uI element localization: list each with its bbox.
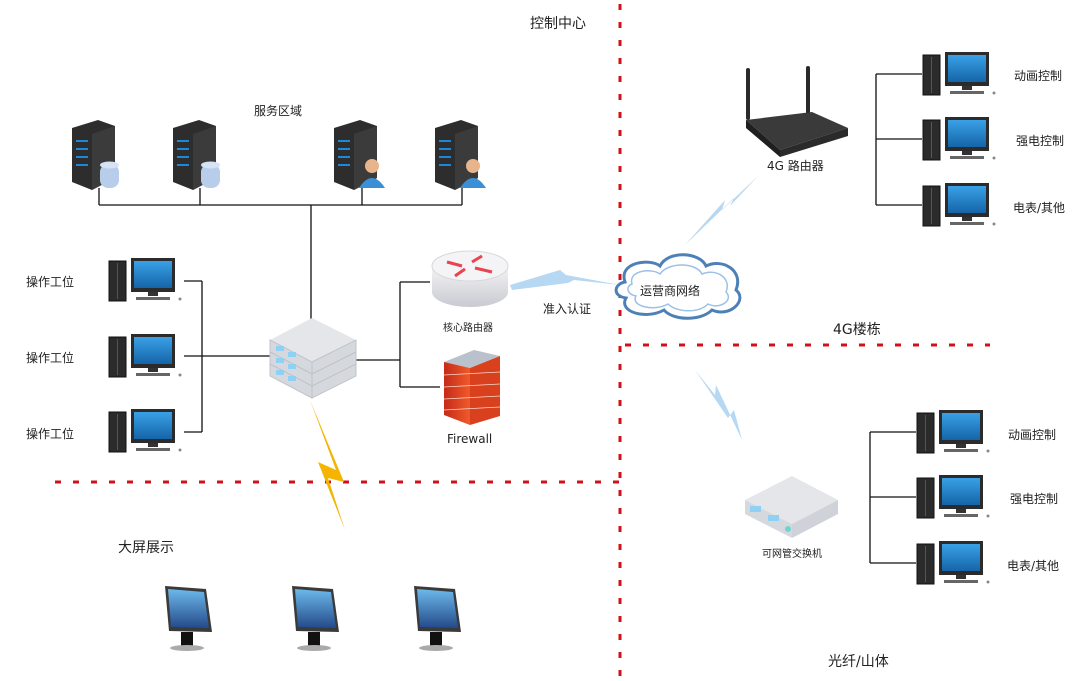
- wireless-link-cloud-4g: [685, 176, 758, 245]
- desktop-computer-icon: [922, 183, 996, 227]
- fiber-terminal-label: 强电控制: [1010, 492, 1059, 506]
- workstation-label: 操作工位: [26, 275, 75, 289]
- database-server-2[interactable]: [171, 120, 231, 194]
- desktop-computer-icon: [108, 409, 182, 453]
- managed-switch-icon: [745, 476, 838, 538]
- desktop-computer-icon: [916, 410, 990, 454]
- database-server-1[interactable]: [70, 120, 130, 194]
- desktop-computer-icon: [916, 541, 990, 585]
- core-router-icon: [431, 250, 509, 307]
- user-server-icon: [435, 120, 486, 190]
- server-bus: [98, 73, 922, 564]
- user-server-icon: [334, 120, 385, 190]
- zone-label-control-center: 控制中心: [530, 16, 586, 32]
- user-server-2[interactable]: [433, 120, 493, 194]
- router-4g-icon: [746, 66, 848, 157]
- monitor-icon: [292, 586, 339, 651]
- monitor-icon: [165, 586, 212, 651]
- workstation-label: 操作工位: [26, 351, 75, 365]
- core-switch-icon: [269, 318, 357, 399]
- big-screen-3[interactable]: [413, 585, 463, 657]
- big-screen-2[interactable]: [291, 585, 341, 657]
- desktop-computer-icon: [922, 117, 996, 161]
- zone-label-big-screen: 大屏展示: [118, 540, 174, 556]
- zone-label-fiber-mountain: 光纤/山体: [828, 654, 889, 670]
- fiber-terminal-1[interactable]: [916, 410, 992, 460]
- fiber-terminal-3[interactable]: [916, 541, 992, 591]
- zone-label-building-4g: 4G楼栋: [833, 322, 881, 338]
- workstation-label: 操作工位: [26, 427, 75, 441]
- building-4g-terminal-2[interactable]: [922, 117, 998, 167]
- firewall-icon: [443, 350, 501, 425]
- building-4g-terminal-3[interactable]: [922, 183, 998, 233]
- user-server-1[interactable]: [332, 120, 392, 194]
- desktop-computer-icon: [916, 475, 990, 519]
- database-server-icon: [173, 120, 220, 190]
- wireless-link-cloud-switch: [695, 370, 742, 440]
- router-4g-label: 4G 路由器: [767, 159, 824, 173]
- managed-switch-label: 可网管交换机: [762, 549, 822, 560]
- zone-borders: [55, 4, 990, 681]
- workstation-3[interactable]: [108, 409, 184, 459]
- desktop-computer-icon: [108, 334, 182, 378]
- workstation-2[interactable]: [108, 334, 184, 384]
- carrier-network-label: 运营商网络: [640, 284, 701, 298]
- fiber-terminal-label: 电表/其他: [1007, 559, 1060, 573]
- big-screen-1[interactable]: [164, 585, 214, 657]
- lightning-bolt-icon: [310, 400, 345, 530]
- fiber-terminal-label: 动画控制: [1008, 428, 1057, 442]
- building-4g-terminal-label: 动画控制: [1014, 69, 1063, 83]
- access-auth-label: 准入认证: [543, 302, 592, 316]
- fiber-terminal-2[interactable]: [916, 475, 992, 525]
- firewall-label: Firewall: [447, 432, 493, 446]
- core-router-label: 核心路由器: [443, 323, 493, 334]
- desktop-computer-icon: [922, 52, 996, 96]
- workstation-1[interactable]: [108, 258, 184, 308]
- building-4g-terminal-label: 电表/其他: [1013, 201, 1066, 215]
- monitor-icon: [414, 586, 461, 651]
- database-server-icon: [72, 120, 119, 190]
- building-4g-terminal-1[interactable]: [922, 52, 998, 102]
- zone-label-service-area: 服务区域: [254, 104, 303, 118]
- carrier-cloud-icon: [614, 253, 742, 320]
- wireless-link-router-cloud: [510, 270, 620, 290]
- building-4g-terminal-label: 强电控制: [1016, 134, 1065, 148]
- desktop-computer-icon: [108, 258, 182, 302]
